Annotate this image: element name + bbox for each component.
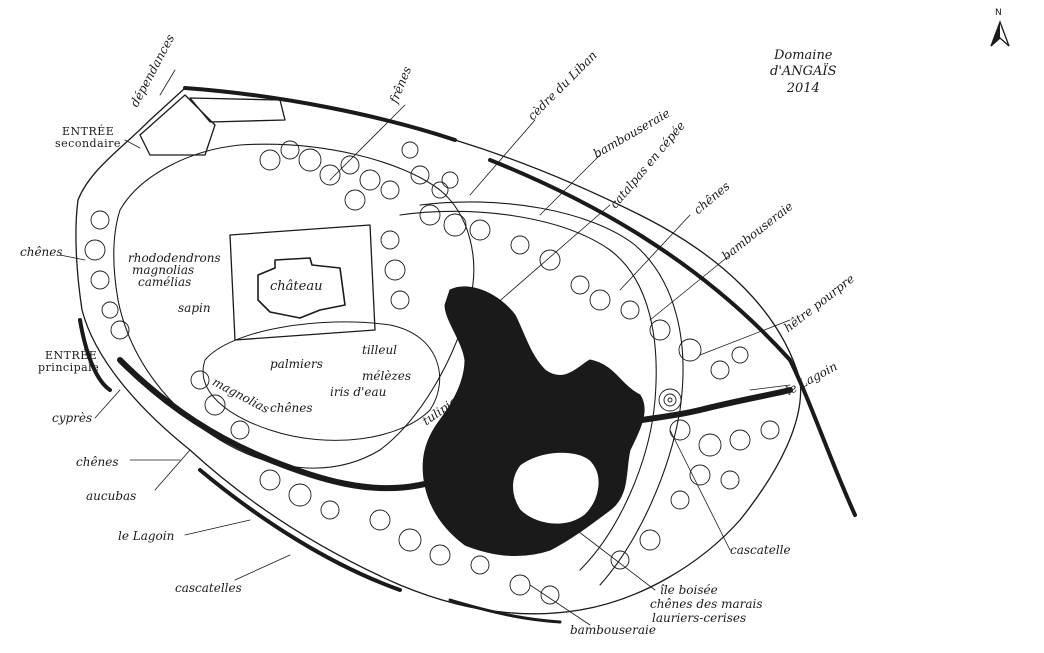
island [512,451,600,525]
label-rhodo-1: rhododendrons [128,251,221,265]
inner-path [113,143,475,469]
label-ile-3: lauriers-cerises [652,611,747,625]
east-path [399,210,657,571]
label-lagoin-w: le Lagoin [118,529,175,543]
label-sapin: sapin [178,301,211,315]
map-title: Domaine d'ANGAÏS 2014 [770,48,836,97]
label-bambouseraie-s: bambouseraie [570,623,656,637]
label-cascatelle: cascatelle [730,543,791,557]
label-chenes-c: chênes [270,401,313,415]
label-entree-secondaire-1: ENTRÉE [62,125,115,138]
label-cypres: cyprès [52,411,93,425]
label-palmiers: palmiers [270,357,323,371]
chateau-outline [229,224,376,341]
label-entree-principale-2: principale [38,361,100,374]
label-melezes: mélèzes [362,369,412,383]
lawn [202,321,441,441]
label-ile-1: île boisée [660,583,718,597]
title-line-1: Domaine [773,48,833,63]
label-tilleul: tilleul [362,343,398,357]
chateau-building [257,257,346,319]
label-chenes-w: chênes [20,245,63,259]
north-label: N [995,8,1002,18]
label-cascatelles: cascatelles [175,581,242,595]
east-path-2 [419,201,684,586]
title-line-3: 2014 [786,80,820,96]
north-arrow-icon [990,20,1010,47]
label-entree-secondaire-2: secondaire [55,137,121,150]
label-iris: iris d'eau [330,385,387,399]
label-chateau: château [270,279,323,294]
label-ile-2: chênes des marais [650,597,763,611]
label-rhodo-2: magnolias [132,263,195,277]
dependances-building [139,94,216,156]
north-arrow: N [985,8,1015,50]
label-chenes-sw: chênes [76,455,119,469]
label-rhodo-3: camélias [138,275,192,289]
dependances-building-2 [189,97,286,123]
label-aucubas: aucubas [86,489,137,503]
label-entree-principale-1: ENTRÉE [45,349,98,362]
title-line-2: d'ANGAÏS [770,64,837,80]
